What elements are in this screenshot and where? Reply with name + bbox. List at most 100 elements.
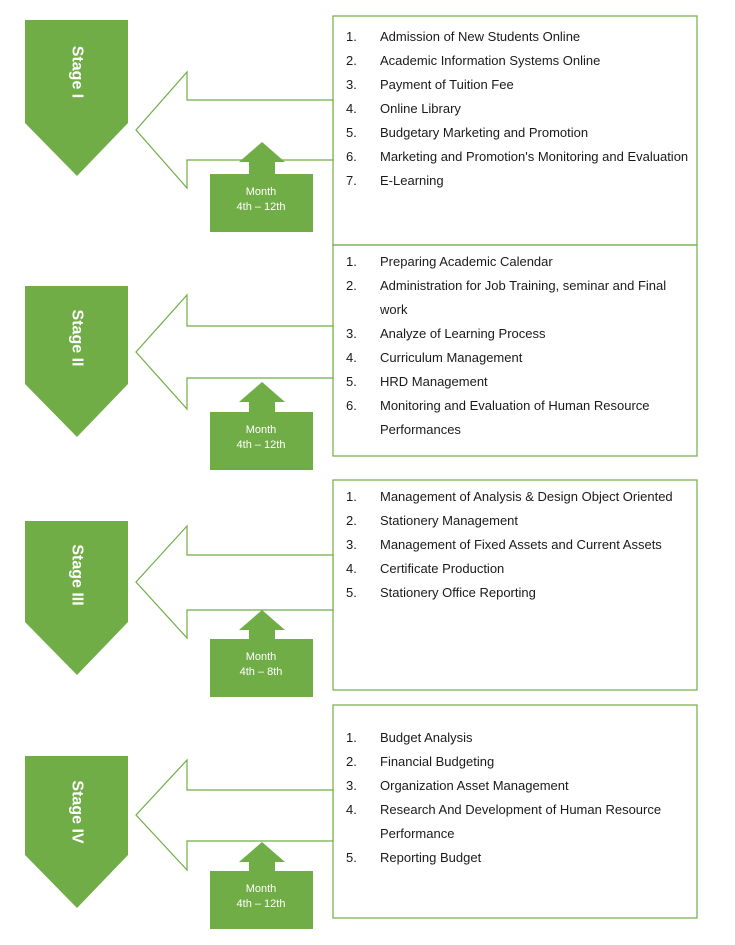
item-text: Curriculum Management	[380, 350, 523, 365]
stage-4-group: Stage IV	[25, 704, 698, 929]
item-text: Budget Analysis	[380, 730, 473, 745]
item-number: 2.	[346, 278, 357, 293]
item-number: 5.	[346, 125, 357, 140]
list-item: 1.Admission of New Students Online	[333, 25, 695, 49]
item-text: Certificate Production	[380, 561, 505, 576]
item-text: Analyze of Learning Process	[380, 326, 546, 341]
item-text: Stationery Office Reporting	[380, 585, 536, 600]
list-item: 4. Certificate Production	[333, 557, 695, 581]
list-item: 2. Academic Information Systems Online	[333, 49, 695, 73]
stage-1-up-arrow	[239, 142, 285, 174]
list-item: 4. Research And Development of Human Reso…	[333, 798, 695, 846]
stage-4-task-list: 1.Budget Analysis 2.Financial Budgeting …	[333, 726, 695, 870]
stage-2-month: Month 4th – 12th	[223, 423, 299, 453]
stage-1-left-arrow	[135, 70, 334, 190]
stage-2-month-title: Month	[245, 424, 277, 436]
list-item: 1. Management of Analysis & Design Object…	[333, 485, 695, 509]
item-text: Monitoring and Evaluation of Human Resou…	[380, 398, 650, 437]
stage-4-month-title: Month	[245, 883, 277, 895]
list-item: 1. Budget Analysis	[333, 726, 695, 750]
stage-3-label: Stage III	[69, 544, 86, 605]
item-text: E-Learning	[380, 173, 444, 188]
stage-4-month-box	[210, 871, 313, 929]
stage-1-month-title: Month	[245, 186, 277, 198]
item-number: 4.	[346, 561, 357, 576]
stage-3-month: Month 4th – 8th	[223, 650, 299, 680]
item-number: 2.	[346, 754, 357, 769]
list-item: 2. Financial Budgeting	[333, 750, 695, 774]
list-item: 6. Monitoring and Evaluation of Human Res…	[333, 394, 695, 442]
stage-3-left-arrow	[135, 524, 334, 640]
list-item: 5. Budgetary Marketing and Promotion	[333, 121, 695, 145]
item-text: Reporting Budget	[380, 850, 482, 865]
stage-1-task-list: 1.Admission of New Students Online 2. Aca…	[333, 25, 695, 193]
item-text: Marketing and Promotion's Monitoring and…	[380, 149, 689, 164]
stage-3-pentagon	[25, 521, 128, 675]
list-item: 5. HRD Management	[333, 370, 695, 394]
stage-2-left-arrow	[135, 293, 334, 411]
stage-2-task-list: 1. Preparing Academic Calendar 2.Administ…	[333, 250, 695, 442]
list-item: 2.Stationery Management	[333, 509, 695, 533]
list-item: 4. Curriculum Management	[333, 346, 695, 370]
list-item: 5. Stationery Office Reporting	[333, 581, 695, 605]
stage-2-month-range: 4th – 12th	[236, 439, 286, 451]
stage-4-label: Stage IV	[69, 780, 86, 843]
item-number: 7.	[346, 173, 357, 188]
stage-2-up-arrow	[239, 382, 285, 412]
stage-4-up-arrow	[239, 842, 285, 871]
item-number: 3.	[346, 77, 357, 92]
item-number: 5.	[346, 850, 357, 865]
stage-1-month: Month 4th – 12th	[223, 185, 299, 215]
stage-1-month-box	[210, 174, 313, 232]
stage-2-month-box	[210, 412, 313, 470]
list-item: 5. Reporting Budget	[333, 846, 695, 870]
stage-2-pentagon	[25, 286, 128, 437]
stage-3-month-title: Month	[245, 651, 277, 663]
stage-3-month-range: 4th – 8th	[239, 666, 283, 678]
item-number: 4.	[346, 350, 357, 365]
item-text: Stationery Management	[380, 513, 519, 528]
stage-2-label: Stage II	[69, 310, 86, 367]
item-number: 6.	[346, 398, 357, 413]
stage-1-group: Stage I	[25, 15, 698, 246]
item-number: 3.	[346, 326, 357, 341]
item-text: Academic Information Systems Online	[380, 53, 601, 68]
stage-4-month-range: 4th – 12th	[236, 898, 286, 910]
item-text: Budgetary Marketing and Promotion	[380, 125, 589, 140]
item-text: Payment of Tuition Fee	[380, 77, 514, 92]
item-number: 1.	[346, 730, 357, 745]
stage-4-left-arrow	[135, 758, 334, 872]
item-text: Organization Asset Management	[380, 778, 569, 793]
item-number: 4.	[346, 101, 357, 116]
item-text: Management of Analysis & Design Object O…	[380, 489, 673, 504]
item-number: 1.	[346, 489, 357, 504]
item-text: Research And Development of Human Resour…	[380, 802, 662, 841]
stage-3-up-arrow	[239, 610, 285, 639]
stage-3-group: Stage III	[25, 479, 698, 697]
item-text: Financial Budgeting	[380, 754, 495, 769]
list-item: 3. Management of Fixed Assets and Current…	[333, 533, 695, 557]
item-number: 3.	[346, 778, 357, 793]
item-text: Preparing Academic Calendar	[380, 254, 553, 269]
item-number: 4.	[346, 802, 357, 817]
stage-3-task-list: 1. Management of Analysis & Design Object…	[333, 485, 695, 605]
stage-1-label: Stage I	[69, 46, 86, 98]
item-text: HRD Management	[380, 374, 488, 389]
item-number: 5.	[346, 374, 357, 389]
item-number: 3.	[346, 537, 357, 552]
stage-1-pentagon	[25, 20, 128, 176]
item-text: Management of Fixed Assets and Current A…	[380, 537, 662, 552]
item-number: 6.	[346, 149, 357, 164]
stage-1-month-range: 4th – 12th	[236, 201, 286, 213]
list-item: 2.Administration for Job Training, semin…	[333, 274, 695, 322]
item-number: 2.	[346, 53, 357, 68]
item-number: 5.	[346, 585, 357, 600]
stage-2-group: Stage II	[25, 244, 698, 470]
list-item: 3. Payment of Tuition Fee	[333, 73, 695, 97]
item-text: Online Library	[380, 101, 461, 116]
stage-3-month-box	[210, 639, 313, 697]
stage-4-pentagon	[25, 756, 128, 908]
item-number: 1.	[346, 254, 357, 269]
item-number: 1.	[346, 29, 357, 44]
